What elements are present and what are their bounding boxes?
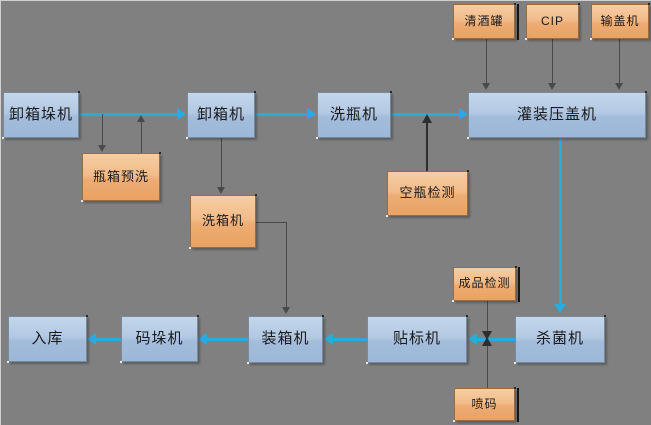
node-pasteurizer[interactable]: 杀菌机 — [514, 315, 606, 364]
arrowhead-uncaser-to-bottlewasher — [307, 108, 316, 120]
selection-tick-coder — [517, 388, 519, 422]
edge-prewash-to-unstacker — [141, 120, 142, 153]
node-cap-feeder-label: 输盖机 — [600, 13, 640, 28]
arrowhead-unstacker-to-uncaser — [177, 108, 186, 120]
arrowhead-coder-to-labeler — [482, 337, 492, 346]
arrowhead-productinspect-to-labeler — [482, 331, 492, 340]
node-caser[interactable]: 装箱机 — [247, 315, 324, 364]
edge-capfeeder-to-filler — [619, 39, 620, 85]
edge-emptyinspect-to-filler — [426, 122, 428, 174]
node-product-inspection-label: 成品检测 — [458, 276, 511, 291]
arrowhead-prewash-to-unstacker — [137, 115, 145, 122]
arrowhead-palletizer-to-warehouse — [87, 333, 96, 345]
edge-filler-to-pasteurizer — [559, 138, 562, 306]
node-labeler-label: 贴标机 — [392, 330, 441, 348]
node-unstacker-label: 卸箱垛机 — [8, 105, 73, 123]
arrowhead-brightbeertank-to-filler — [482, 83, 490, 90]
arrowhead-pasteurizer-to-labeler — [468, 333, 477, 345]
node-inkjet-coder[interactable]: 喷码 — [453, 387, 516, 422]
edge-productinspect-to-labeler — [487, 301, 488, 334]
arrowhead-uncaser-to-casewasher — [217, 187, 225, 194]
edge-labeler-to-caser — [333, 338, 367, 341]
edge-casewasher-to-caser-vertical — [286, 222, 287, 309]
arrowhead-cip-to-filler — [548, 83, 556, 90]
node-inkjet-coder-label: 喷码 — [471, 396, 498, 411]
node-uncaser[interactable]: 卸箱机 — [186, 91, 256, 139]
node-cap-feeder[interactable]: 输盖机 — [590, 3, 650, 40]
selection-tick-productinspect — [518, 267, 520, 302]
node-cip-label: CIP — [540, 13, 564, 28]
edge-casewasher-to-caser-horizontal — [256, 222, 286, 223]
node-filler-capper[interactable]: 灌装压盖机 — [467, 91, 647, 139]
edge-palletizer-to-warehouse — [96, 338, 122, 341]
node-bottle-case-prewash[interactable]: 瓶箱预洗 — [81, 152, 161, 202]
selection-tick-brightbeertank — [517, 4, 519, 40]
node-case-washer[interactable]: 洗箱机 — [189, 194, 257, 249]
arrowhead-labeler-to-caser — [324, 333, 333, 345]
node-labeler[interactable]: 贴标机 — [366, 315, 468, 364]
node-uncaser-label: 卸箱机 — [196, 105, 245, 123]
node-unstacker[interactable]: 卸箱垛机 — [2, 91, 80, 139]
node-product-inspection[interactable]: 成品检测 — [452, 266, 517, 302]
node-empty-bottle-inspection[interactable]: 空瓶检测 — [386, 170, 469, 217]
node-warehouse-label: 入库 — [31, 329, 64, 347]
node-case-washer-label: 洗箱机 — [201, 213, 244, 229]
edge-pasteurizer-to-labeler — [477, 338, 515, 341]
node-caser-label: 装箱机 — [261, 330, 310, 348]
node-bright-beer-tank-label: 清酒罐 — [464, 13, 504, 28]
edge-brightbeertank-to-filler — [486, 39, 487, 85]
arrowhead-capfeeder-to-filler — [615, 83, 623, 90]
edge-coder-to-labeler — [487, 346, 488, 388]
arrowhead-emptyinspect-to-filler — [422, 114, 432, 123]
edge-unstacker-to-uncaser — [79, 113, 179, 116]
node-filler-capper-label: 灌装压盖机 — [516, 105, 597, 123]
node-bottle-washer-label: 洗瓶机 — [329, 105, 378, 123]
node-bright-beer-tank[interactable]: 清酒罐 — [452, 3, 516, 40]
arrowhead-casewasher-to-caser — [282, 307, 290, 314]
node-palletizer-label: 码垛机 — [135, 329, 184, 347]
node-bottle-case-prewash-label: 瓶箱预洗 — [92, 168, 149, 184]
arrowhead-filler-to-pasteurizer — [554, 304, 566, 313]
node-warehouse[interactable]: 入库 — [7, 315, 88, 363]
arrowhead-unstacker-to-prewash — [98, 145, 106, 152]
node-palletizer[interactable]: 码垛机 — [120, 315, 199, 363]
node-bottle-washer[interactable]: 洗瓶机 — [316, 91, 392, 139]
arrowhead-caser-to-palletizer — [198, 333, 207, 345]
edge-uncaser-to-bottlewasher — [255, 113, 308, 116]
node-empty-bottle-inspection-label: 空瓶检测 — [399, 185, 456, 201]
edge-caser-to-palletizer — [207, 338, 249, 341]
node-pasteurizer-label: 杀菌机 — [535, 330, 584, 348]
edge-cip-to-filler — [552, 39, 553, 85]
arrowhead-bottlewasher-to-filler — [459, 108, 468, 120]
edge-uncaser-to-casewasher — [221, 138, 222, 188]
node-cip[interactable]: CIP — [525, 3, 580, 40]
edge-unstacker-to-prewash — [102, 114, 103, 147]
